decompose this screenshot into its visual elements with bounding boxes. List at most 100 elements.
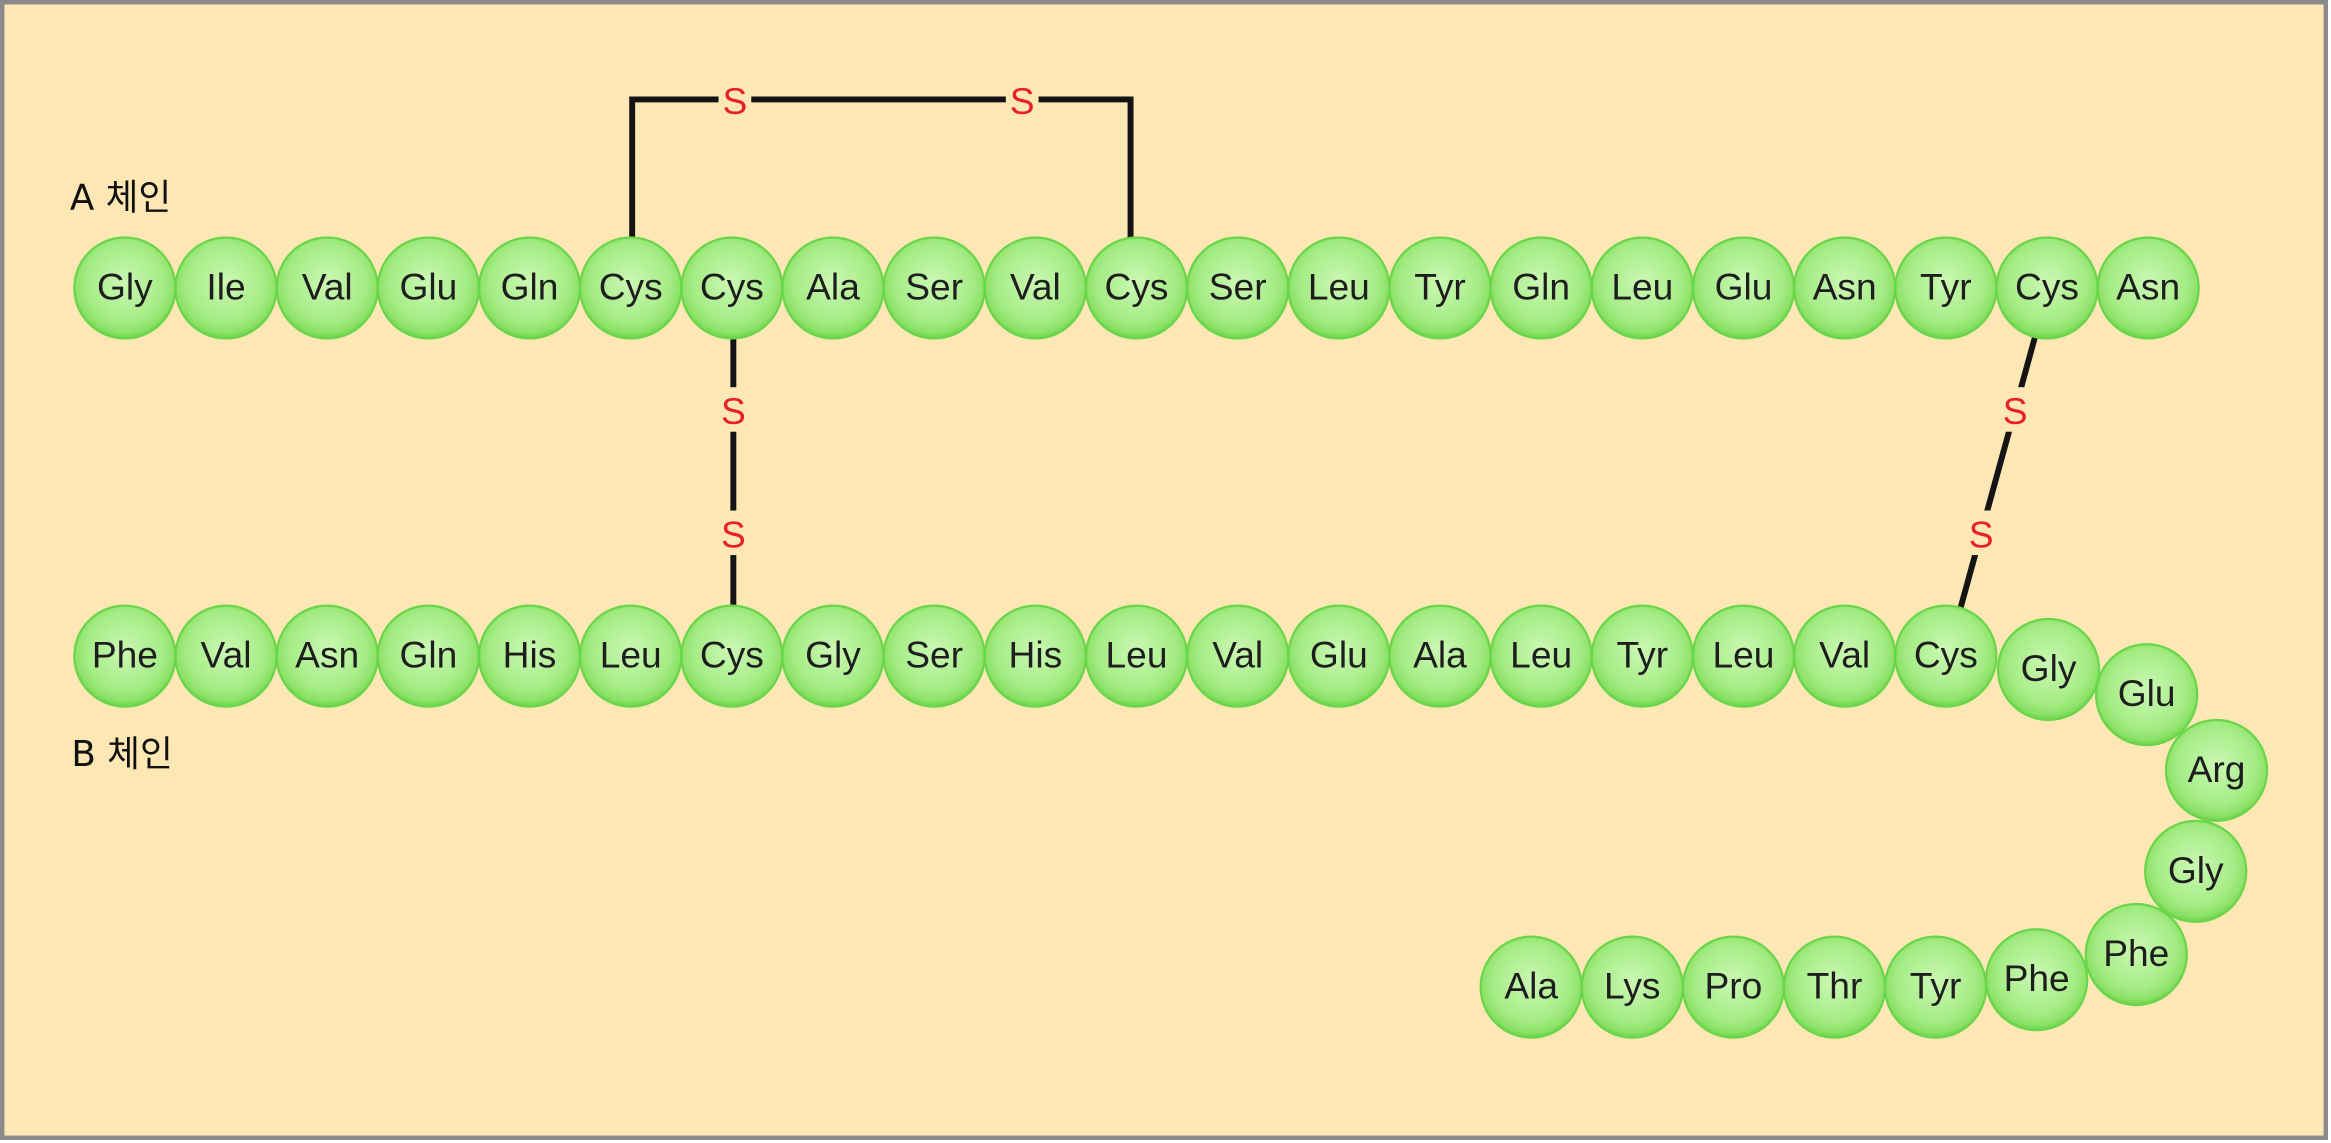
residue-label: Ser: [905, 266, 963, 308]
a-chain-residue: Ala: [781, 236, 885, 340]
a-chain-residue: Cys: [1995, 236, 2099, 340]
residue-label: Gln: [1512, 266, 1570, 308]
residue-label: Leu: [1510, 634, 1572, 676]
residue-label: Glu: [399, 266, 457, 308]
a-chain-label: A 체인: [70, 177, 171, 218]
residue-label: Gln: [399, 634, 457, 676]
residue-label: Gly: [97, 266, 153, 308]
residue-label: Pro: [1704, 965, 1762, 1007]
a-chain-residue: Leu: [1287, 236, 1391, 340]
b-chain-residue: Tyr: [1590, 604, 1694, 708]
residue-label: Thr: [1807, 965, 1863, 1007]
b-chain-residue: Gly: [781, 604, 885, 708]
sulfur-atom: S: [1998, 387, 2032, 432]
a-chain-residue: Asn: [1792, 236, 1897, 340]
residue-label: His: [503, 634, 557, 676]
a-chain-residue: Val: [275, 236, 379, 340]
sulfur-label-gap: [716, 510, 750, 556]
residue-circle: [2096, 236, 2200, 340]
b-chain-residue: Val: [174, 604, 278, 708]
b-chain-residue: Phe: [2084, 902, 2188, 1007]
b-chain-residue: Gln: [376, 604, 481, 708]
residue-circle: [2095, 643, 2199, 747]
residue-label: Gly: [2168, 849, 2224, 891]
sulfur-atom: S: [716, 510, 750, 556]
residue-circle: [1479, 935, 1583, 1039]
residue-label: Ala: [1413, 634, 1467, 676]
b-chain-residue: Val: [1186, 604, 1290, 708]
residue-label: Ala: [1504, 965, 1558, 1007]
b-chain-residue: Phe: [1984, 928, 2089, 1032]
residue-label: Tyr: [1920, 266, 1972, 308]
residue-label: Leu: [1308, 266, 1370, 308]
b-chain-residue: Glu: [2095, 643, 2199, 747]
b-chain-residue: Cys: [1894, 604, 1998, 708]
sulfur-atom: S: [716, 387, 750, 432]
sulfur-label: S: [2003, 390, 2028, 432]
a-chain-residue: Cys: [1084, 236, 1189, 340]
b-chain-residue: Cys: [680, 604, 784, 708]
residue-label: Arg: [2188, 748, 2246, 790]
sulfur-atom: S: [718, 77, 752, 122]
residue-label: Phe: [2103, 932, 2169, 974]
residue-label: Tyr: [1910, 965, 1962, 1007]
b-chain-residue: Pro: [1681, 935, 1786, 1039]
residue-label: Val: [1212, 634, 1263, 676]
b-chain-residue: Gly: [1996, 617, 2101, 722]
residue-label: Tyr: [1414, 266, 1466, 308]
b-chain-residue: Leu: [1691, 604, 1796, 708]
residue-label: Cys: [700, 266, 764, 308]
residue-label: Glu: [2118, 672, 2176, 714]
residue-circle: [2084, 902, 2188, 1007]
residue-label: Val: [201, 634, 252, 676]
a-chain-residue: Asn: [2096, 236, 2200, 340]
a-chain-residue: Leu: [1590, 236, 1694, 340]
a-chain-residue: Glu: [1691, 236, 1796, 340]
residue-circle: [2164, 718, 2269, 822]
sulfur-label-gap: [1998, 387, 2032, 432]
residue-label: Ser: [905, 634, 963, 676]
residue-circle: [1996, 617, 2101, 722]
residue-label: Cys: [700, 634, 764, 676]
sulfur-label-gap: [718, 77, 752, 122]
residue-label: Ala: [806, 266, 860, 308]
residue-label: Ile: [206, 266, 245, 308]
residue-label: Phe: [92, 634, 158, 676]
a-chain-residue: Val: [983, 236, 1088, 340]
residue-label: Leu: [600, 634, 662, 676]
residue-label: Leu: [1106, 634, 1168, 676]
a-chain-residue: Cys: [680, 236, 784, 340]
a-chain: Gly Ile Val Glu Gln Cys Cys Ala Ser Val Cys Ser Leu T…: [73, 236, 2200, 340]
a-chain-residue: Tyr: [1388, 236, 1492, 340]
sulfur-label: S: [721, 390, 746, 432]
residue-label: Cys: [1914, 634, 1978, 676]
residue-label: Tyr: [1617, 634, 1669, 676]
disulfide-bond-line: [1957, 335, 2038, 609]
disulfide-bonds: [629, 96, 2038, 609]
b-chain-residue: Gly: [2144, 819, 2248, 923]
a-chain-residue: Gly: [73, 236, 177, 340]
residue-label: Glu: [1310, 634, 1368, 676]
a-chain-residue: Tyr: [1894, 236, 1998, 340]
sulfur-label: S: [1010, 80, 1035, 122]
b-chain-residue: Val: [1792, 604, 1897, 708]
b-chain-residue: Leu: [579, 604, 683, 708]
residue-label: Cys: [1105, 266, 1169, 308]
b-chain-residue: Ala: [1479, 935, 1583, 1039]
a-chain-residue: Ser: [882, 236, 986, 340]
residue-label: Glu: [1715, 266, 1773, 308]
b-chain-residue: Glu: [1287, 604, 1391, 708]
disulfide-bond-line: [629, 96, 1134, 241]
residue-label: Ser: [1209, 266, 1267, 308]
b-chain-residue: Phe: [73, 604, 177, 708]
b-chain-residue: Ala: [1388, 604, 1492, 708]
residue-label: Val: [302, 266, 353, 308]
residue-label: Leu: [1611, 266, 1673, 308]
sulfur-atom: S: [1005, 77, 1039, 122]
residue-label: Gly: [805, 634, 861, 676]
residue-circle: [2144, 819, 2248, 923]
sulfur-atom: S: [1964, 510, 1998, 555]
residue-label: Phe: [2004, 957, 2070, 999]
